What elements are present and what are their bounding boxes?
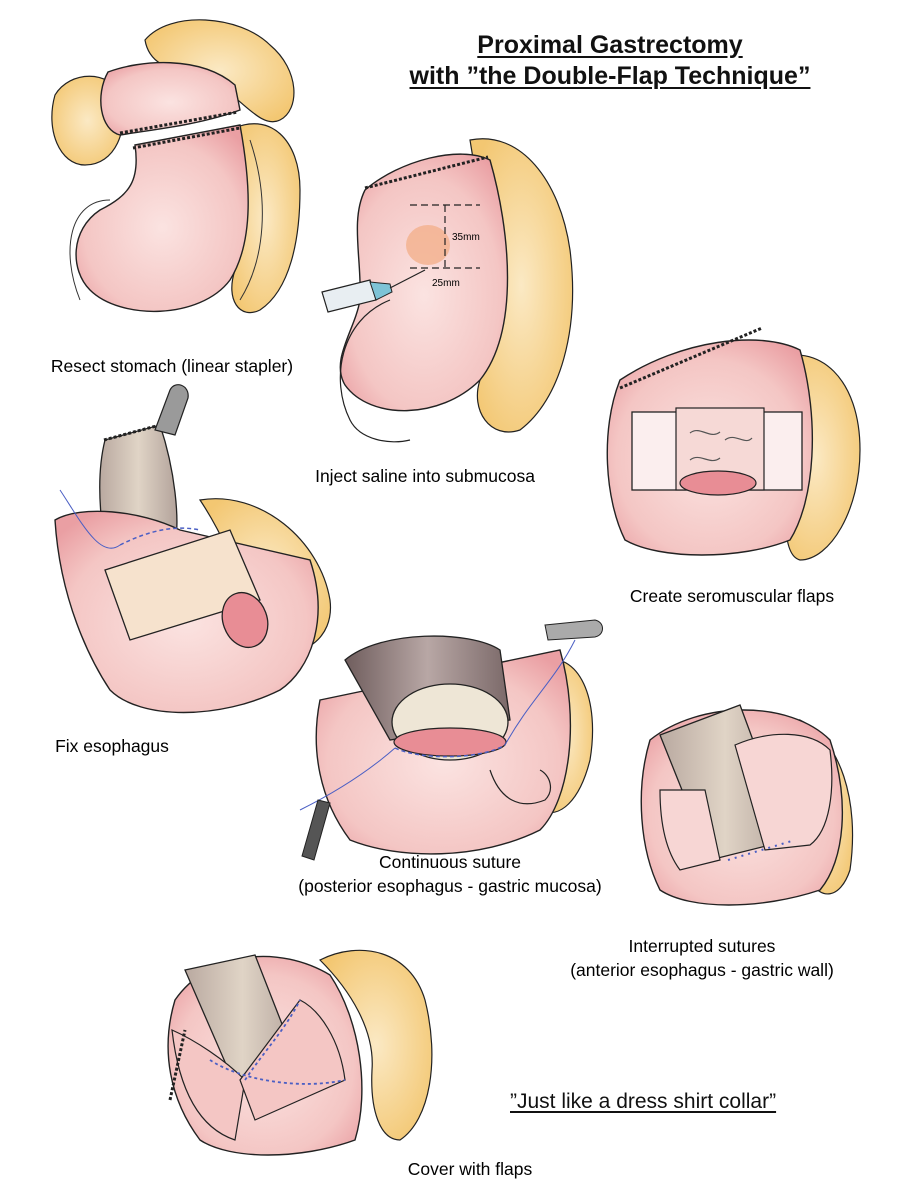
tube <box>339 299 411 443</box>
mucosa-fold <box>689 456 721 462</box>
quote-text: ”Just like a dress shirt collar” <box>510 1090 777 1113</box>
measurement-vertical: 35mm <box>452 232 480 243</box>
illustration-resect-stomach <box>51 19 301 314</box>
page-title: Proximal Gastrectomy with ”the Double-Fl… <box>350 30 870 92</box>
seromuscular-flap <box>659 789 721 871</box>
measurement-horizontal: 25mm <box>432 278 460 289</box>
caption-seromuscular-flaps: Create seromuscular flaps <box>630 586 834 606</box>
needle-holder <box>544 619 603 641</box>
suture-line <box>119 527 201 546</box>
illustration-seromuscular-flaps <box>606 326 861 561</box>
illustration-inject-saline: 35mm 25mm <box>321 138 574 443</box>
flap-suture-line <box>209 1059 346 1085</box>
caption-fix-esophagus: Fix esophagus <box>55 736 169 756</box>
esophagus-fixed <box>104 529 261 641</box>
caption-continuous-suture: Continuous suture <box>379 852 521 872</box>
omentum-fat <box>318 949 433 1141</box>
suture-thread <box>504 639 576 746</box>
syringe-tip <box>369 281 393 301</box>
caption-cover-with-flaps: Cover with flaps <box>408 1159 533 1179</box>
needle-holder <box>301 799 331 861</box>
staple-line <box>132 126 241 150</box>
suture-thread <box>59 489 121 549</box>
vessel-outline <box>239 139 263 301</box>
illustration-interrupted-sutures <box>640 704 854 906</box>
mucosa-opening <box>679 470 757 496</box>
illustration-cover-with-flaps <box>167 949 433 1156</box>
syringe-needle <box>389 269 426 289</box>
flap-cover-right <box>239 999 346 1121</box>
caption-interrupted-sutures-detail: (anterior esophagus - gastric wall) <box>570 960 834 980</box>
page-title-line2: with ”the Double-Flap Technique” <box>409 62 811 90</box>
illustration-continuous-suture <box>299 619 603 861</box>
linear-stapler <box>154 384 189 436</box>
esophageal-opening <box>221 591 269 649</box>
staple-line <box>364 155 489 190</box>
illustration-fix-esophagus <box>54 384 332 714</box>
suture-line <box>394 744 506 758</box>
flap-cover-left <box>171 1029 246 1141</box>
gastric-mucosa-opening <box>393 727 507 757</box>
seromuscular-flap <box>734 733 833 851</box>
stomach-remnant <box>75 124 249 312</box>
flap-suture-line <box>244 999 301 1081</box>
page-title-line1: Proximal Gastrectomy <box>477 31 743 59</box>
vessel-outline <box>69 199 111 301</box>
staple-line <box>619 326 763 390</box>
drain-tube <box>489 769 552 805</box>
staple-line <box>168 1029 187 1101</box>
caption-inject-saline: Inject saline into submucosa <box>315 466 535 486</box>
saline-bleb <box>406 225 450 265</box>
mucosa-fold <box>724 436 753 442</box>
mucosa-fold <box>689 429 721 436</box>
caption-interrupted-sutures: Interrupted sutures <box>629 936 776 956</box>
suture-thread <box>299 747 396 811</box>
caption-resect-stomach: Resect stomach (linear stapler) <box>51 356 293 376</box>
caption-continuous-suture-detail: (posterior esophagus - gastric mucosa) <box>298 876 601 896</box>
